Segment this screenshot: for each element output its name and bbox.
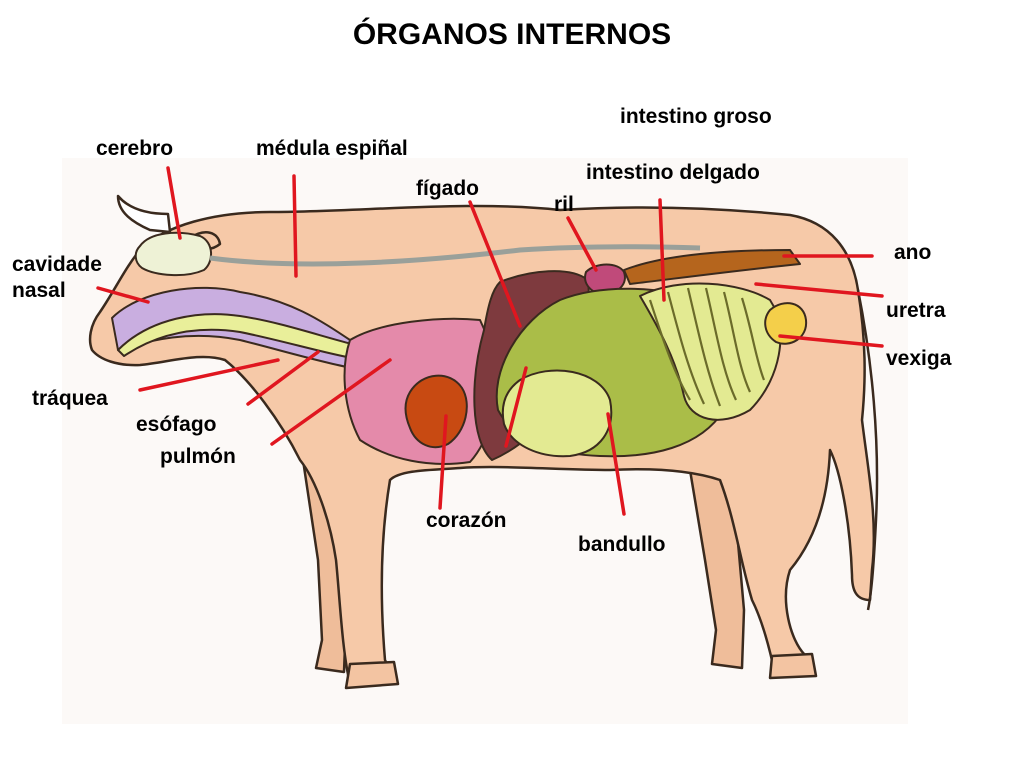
label-medula-espinal: médula espiñal — [256, 136, 408, 162]
label-ano: ano — [894, 240, 931, 266]
reticulum-shape — [503, 370, 611, 456]
heart-shape — [406, 376, 467, 447]
label-ril: ril — [554, 192, 574, 218]
label-cerebro: cerebro — [96, 136, 173, 162]
brain-shape — [136, 233, 211, 275]
label-figado: fígado — [416, 176, 479, 202]
label-traquea: tráquea — [32, 386, 108, 412]
label-bandullo: bandullo — [578, 532, 666, 558]
label-nasal: nasal — [12, 278, 66, 304]
leader-medula — [294, 176, 296, 276]
label-corazon: corazón — [426, 508, 507, 534]
hind-hoof — [770, 654, 816, 678]
front-hoof — [346, 662, 398, 688]
label-intestino-delgado: intestino delgado — [586, 160, 760, 186]
label-pulmon: pulmón — [160, 444, 236, 470]
label-cavidade: cavidade — [12, 252, 102, 278]
label-intestino-groso: intestino groso — [620, 104, 772, 130]
label-esofago: esófago — [136, 412, 217, 438]
label-uretra: uretra — [886, 298, 946, 324]
label-vexiga: vexiga — [886, 346, 951, 372]
